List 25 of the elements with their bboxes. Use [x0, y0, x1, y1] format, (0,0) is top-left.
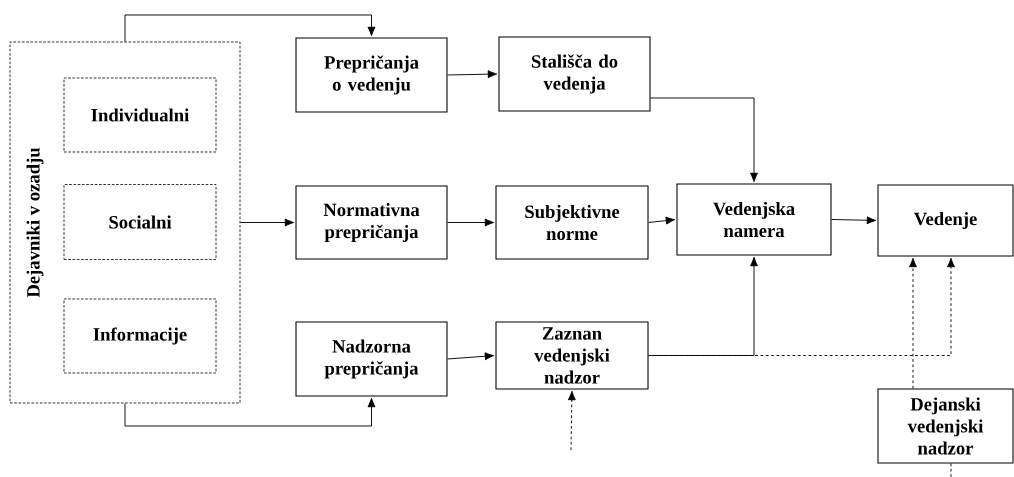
dashed-arrow — [567, 390, 576, 451]
dashed-arrow — [909, 257, 917, 389]
factor-box: Informacije — [63, 298, 217, 374]
arrow — [648, 216, 676, 225]
arrow — [239, 218, 295, 227]
arrow — [124, 397, 376, 427]
arrow — [447, 70, 498, 79]
process-box: Zaznan vedenjski nadzor — [495, 321, 649, 390]
arrow — [650, 97, 758, 183]
factor-box: Socialni — [63, 184, 217, 260]
process-box: Stališča do vedenja — [498, 36, 651, 112]
process-box: Prepričanja o vedenju — [295, 37, 448, 113]
process-box: Vedenje — [877, 184, 1014, 257]
process-box: Vedenjska namera — [676, 183, 832, 256]
process-box: Dejanski vedenjski nadzor — [877, 388, 1014, 464]
arrow — [447, 218, 495, 227]
arrow — [831, 216, 877, 225]
arrow — [124, 14, 376, 43]
process-box: Normativna prepričanja — [295, 185, 448, 260]
factor-box: Individualni — [63, 77, 217, 153]
arrow — [447, 352, 495, 361]
process-box: Nadzorna prepričanja — [295, 321, 448, 397]
process-box: Subjektivne norme — [495, 185, 649, 260]
arrow — [648, 256, 758, 356]
dashed-line — [950, 463, 952, 477]
